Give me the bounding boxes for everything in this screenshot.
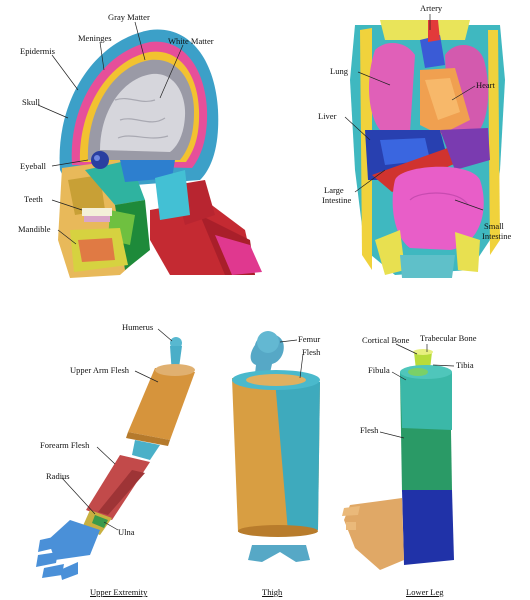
label-upper-arm-flesh: Upper Arm Flesh — [70, 366, 129, 375]
label-tibia: Tibia — [456, 361, 474, 370]
caption-upper-extremity: Upper Extremity — [90, 587, 147, 597]
caption-thigh: Thigh — [262, 587, 282, 597]
label-liver: Liver — [318, 112, 336, 121]
label-eyeball: Eyeball — [20, 162, 46, 171]
label-femur: Femur — [298, 335, 320, 344]
label-gray-matter: Gray Matter — [108, 13, 150, 22]
leg-model — [342, 349, 454, 570]
label-epidermis: Epidermis — [20, 47, 55, 56]
label-lung: Lung — [330, 67, 348, 76]
label-leg-flesh: Flesh — [360, 426, 378, 435]
label-meninges: Meninges — [78, 34, 112, 43]
label-cortical-bone: Cortical Bone — [362, 336, 409, 345]
label-skull: Skull — [22, 98, 40, 107]
label-large-intestine-2: Intestine — [322, 196, 351, 205]
label-large-intestine-1: Large — [324, 186, 344, 195]
label-ulna: Ulna — [118, 528, 135, 537]
label-thigh-flesh: Flesh — [302, 348, 320, 357]
label-artery: Artery — [420, 4, 442, 13]
label-mandible: Mandible — [18, 225, 51, 234]
label-radius: Radius — [46, 472, 70, 481]
label-teeth: Teeth — [24, 195, 43, 204]
caption-lower-leg: Lower Leg — [406, 587, 444, 597]
label-humerus: Humerus — [122, 323, 153, 332]
label-small-intestine-2: Intestine — [482, 232, 511, 241]
label-heart: Heart — [476, 81, 495, 90]
label-trabecular-bone: Trabecular Bone — [420, 334, 477, 343]
thigh-model — [232, 331, 320, 562]
head-model — [58, 30, 262, 278]
label-small-intestine-1: Small — [484, 222, 504, 231]
label-white-matter: White Matter — [168, 37, 214, 46]
label-forearm-flesh: Forearm Flesh — [40, 441, 89, 450]
label-fibula: Fibula — [368, 366, 390, 375]
